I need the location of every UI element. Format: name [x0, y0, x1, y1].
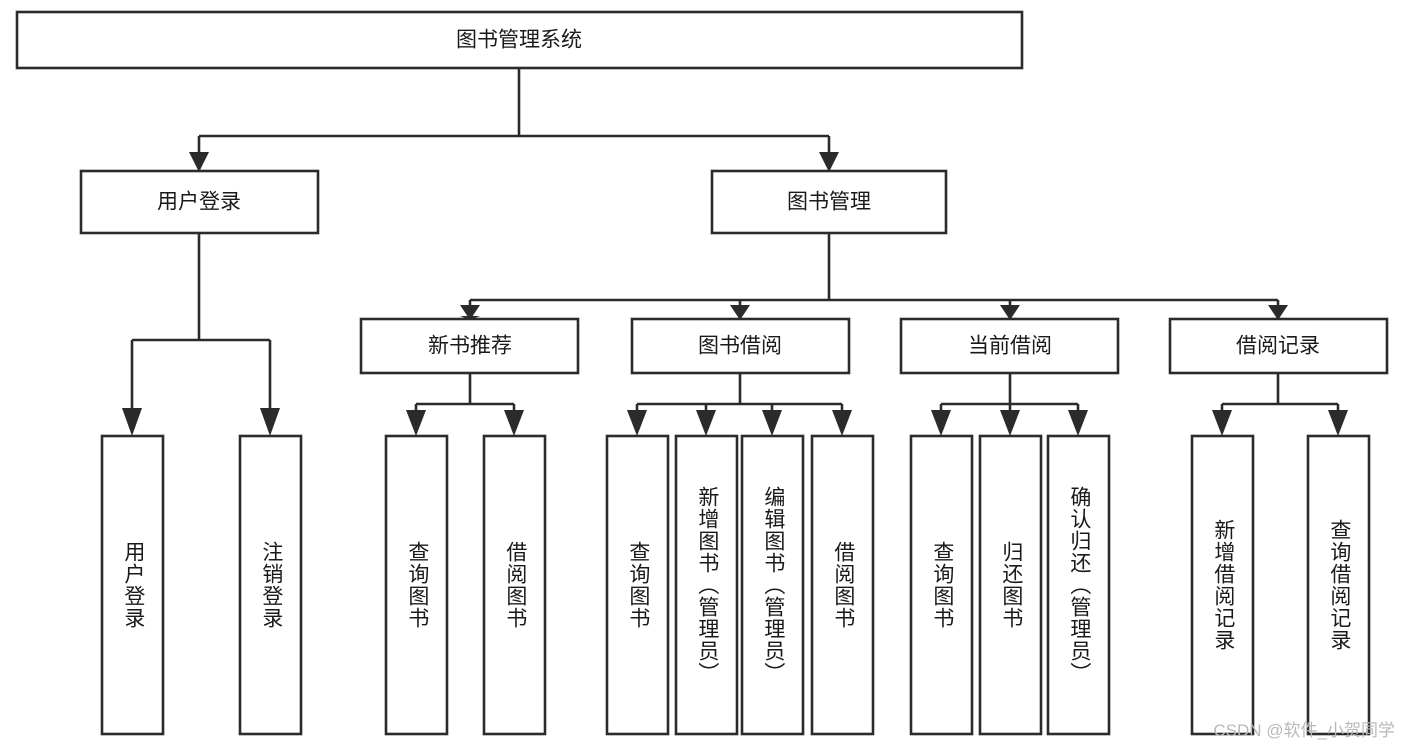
csdn-watermark: CSDN @软件_小贺同学	[1213, 721, 1395, 740]
node-user-login-label: 用户登录	[157, 191, 241, 214]
node-new-book-recommend[interactable]	[359, 317, 580, 375]
arrowhead-leaf-query-book-2	[627, 410, 647, 436]
leaf-box-add-book[interactable]	[674, 434, 739, 736]
arrowhead-group	[122, 152, 1348, 436]
arrowhead-new-book-recommend-2	[460, 305, 480, 320]
leaf-box-confirm-return[interactable]	[1046, 434, 1111, 736]
leaf-box-return-book[interactable]	[978, 434, 1043, 736]
arrowhead-leaf-query-book-3	[931, 410, 951, 436]
node-box-group: 图书管理系统 用户登录 图书管理 新书推荐 图书借阅 当前借阅 借阅记录	[15, 10, 1389, 375]
node-current-borrow[interactable]	[899, 317, 1120, 375]
arrowhead-leaf-edit-book	[762, 410, 782, 436]
arrowhead-current-borrow	[1000, 305, 1020, 320]
node-book-borrow[interactable]	[630, 317, 851, 375]
leaf-box-group	[100, 434, 1371, 736]
node-book-manage[interactable]	[710, 169, 948, 235]
arrowhead-borrow-record	[1268, 305, 1288, 320]
arrowhead-leaf-return-book	[1000, 410, 1020, 436]
node-book-borrow-label: 图书借阅	[698, 335, 782, 358]
leaf-box-edit-book[interactable]	[740, 434, 805, 736]
arrowhead-leaf-logout	[260, 408, 280, 436]
node-borrow-record[interactable]	[1168, 317, 1389, 375]
arrowhead-user-login	[189, 152, 209, 172]
leaf-box-borrow-book-1[interactable]	[482, 434, 547, 736]
node-user-login[interactable]	[79, 169, 320, 235]
leaf-box-logout[interactable]	[238, 434, 303, 736]
arrowhead-book-manage	[819, 152, 839, 172]
arrowhead-leaf-user-login	[122, 408, 142, 436]
node-root[interactable]	[15, 10, 1024, 70]
node-root-label: 图书管理系统	[456, 29, 582, 52]
node-current-borrow-label: 当前借阅	[968, 335, 1052, 358]
arrowhead-leaf-confirm-return	[1068, 410, 1088, 436]
node-book-manage-label: 图书管理	[787, 191, 871, 214]
node-borrow-record-label: 借阅记录	[1236, 335, 1320, 358]
leaf-box-add-record[interactable]	[1190, 434, 1255, 736]
arrowhead-leaf-add-book	[696, 410, 716, 436]
leaf-box-query-record[interactable]	[1306, 434, 1371, 736]
leaf-box-query-book-3[interactable]	[909, 434, 974, 736]
leaf-box-user-login[interactable]	[100, 434, 165, 736]
arrowhead-leaf-borrow-book-1	[504, 410, 524, 436]
arrowhead-leaf-borrow-book-2	[832, 410, 852, 436]
leaf-box-query-book-1[interactable]	[384, 434, 449, 736]
arrowhead-leaf-query-record	[1328, 410, 1348, 436]
leaf-box-borrow-book-2[interactable]	[810, 434, 875, 736]
arrowhead-leaf-add-record	[1212, 410, 1232, 436]
leaf-box-query-book-2[interactable]	[605, 434, 670, 736]
node-new-book-recommend-label: 新书推荐	[428, 335, 512, 358]
arrowhead-book-borrow	[730, 305, 750, 320]
arrowhead-leaf-query-book-1	[406, 410, 426, 436]
